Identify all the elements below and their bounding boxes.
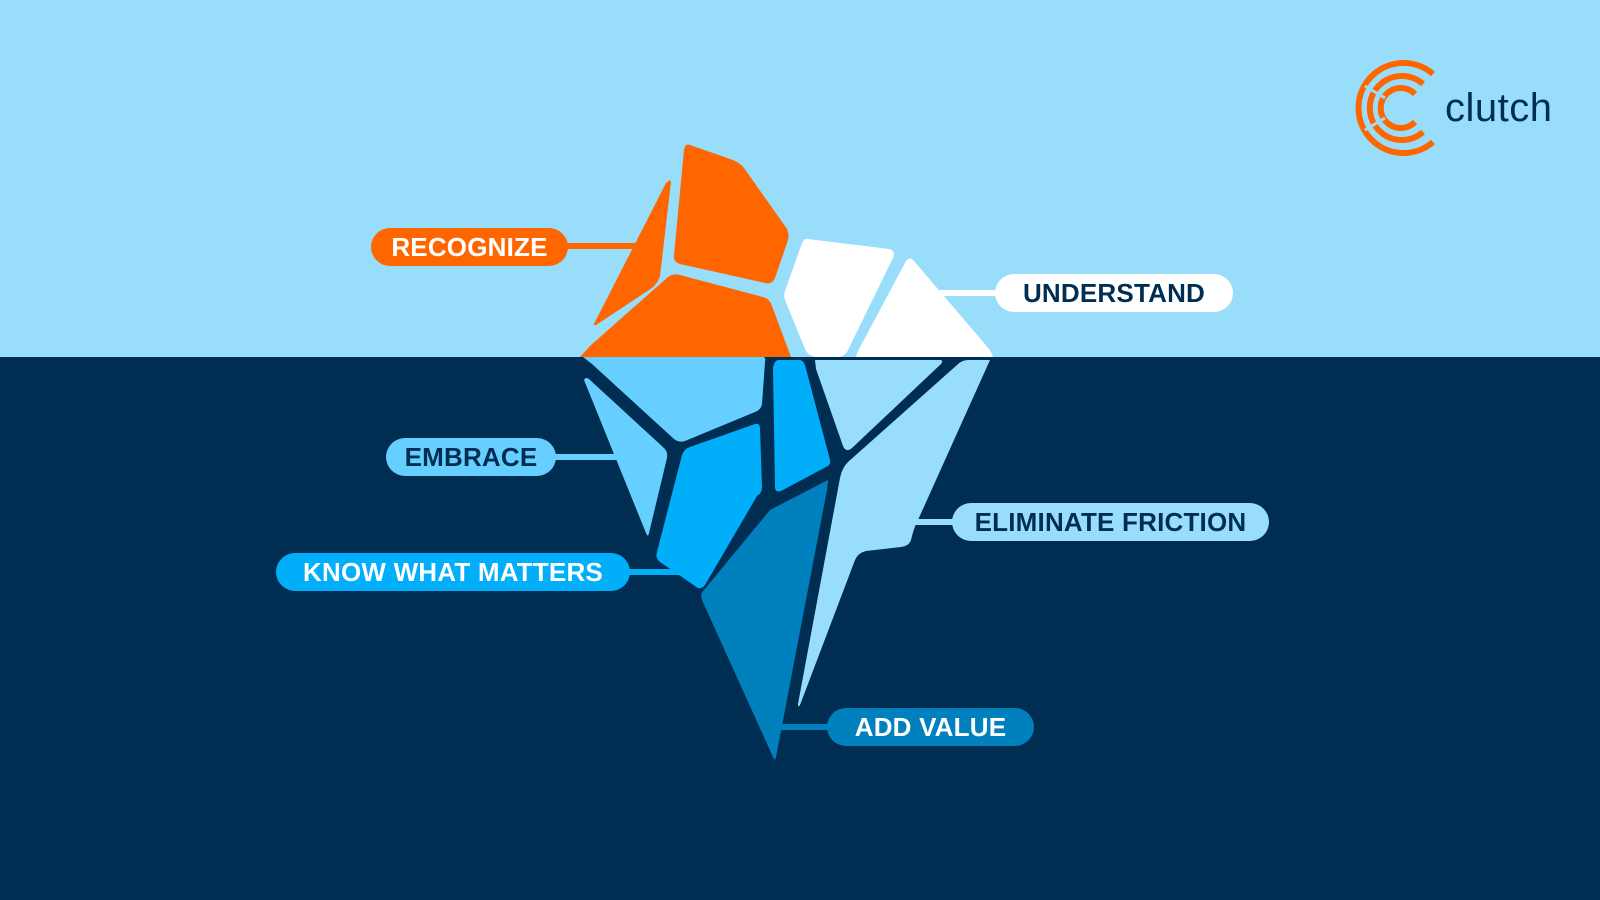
blue-shard-narrow bbox=[773, 360, 831, 492]
iceberg-tip bbox=[580, 144, 993, 357]
clutch-logo: clutch bbox=[1355, 58, 1553, 158]
white-shard-right bbox=[856, 258, 993, 357]
iceberg-base bbox=[583, 357, 990, 760]
eliminate-friction-connector bbox=[905, 519, 955, 525]
label-recognize: RECOGNIZE bbox=[371, 228, 568, 266]
label-know-what-matters: KNOW WHAT MATTERS bbox=[276, 553, 630, 591]
label-add-value: ADD VALUE bbox=[827, 708, 1034, 746]
orange-shard-bottom bbox=[580, 274, 791, 357]
label-understand: UNDERSTAND bbox=[995, 274, 1233, 312]
blue-shard-middle bbox=[656, 423, 762, 589]
dark-blue-shard bbox=[701, 480, 828, 760]
light-blue-shard-top bbox=[583, 357, 766, 442]
clutch-c-icon bbox=[1355, 60, 1435, 156]
label-eliminate-friction: ELIMINATE FRICTION bbox=[952, 503, 1269, 541]
light-blue-shard-left bbox=[584, 378, 668, 536]
white-shard-left bbox=[784, 238, 894, 357]
pale-blue-shard-right bbox=[798, 360, 990, 707]
label-embrace: EMBRACE bbox=[386, 438, 556, 476]
know-what-matters-connector bbox=[620, 569, 690, 575]
pale-blue-shard-top bbox=[815, 360, 943, 451]
orange-shard-left bbox=[593, 180, 671, 326]
connector-lines bbox=[545, 243, 1005, 730]
understand-connector bbox=[935, 290, 1005, 296]
add-value-connector bbox=[780, 724, 830, 730]
orange-shard-top bbox=[673, 144, 789, 284]
clutch-logo-text: clutch bbox=[1445, 85, 1553, 130]
recognize-connector bbox=[560, 243, 635, 249]
embrace-connector bbox=[545, 454, 620, 460]
